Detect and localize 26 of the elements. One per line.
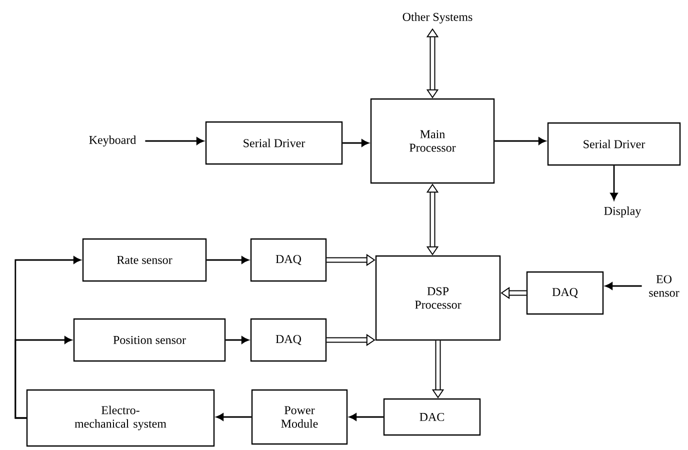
- arrow: [349, 413, 384, 421]
- process-box: DAQ: [250, 238, 327, 282]
- arrow: [605, 282, 642, 290]
- arrow: [226, 336, 249, 344]
- text-label: Other Systems: [402, 12, 472, 24]
- process-box: Electro-mechanical system: [26, 389, 215, 447]
- process-box: DAQ: [250, 318, 327, 362]
- process-box: Main Processor: [370, 98, 495, 184]
- arrow: [494, 137, 546, 145]
- arrow: [145, 137, 204, 145]
- text-label: Display: [604, 206, 642, 218]
- process-box: DAQ: [526, 271, 604, 315]
- arrow: [342, 139, 369, 147]
- process-box: DSP Processor: [375, 255, 501, 341]
- text-label: Keyboard: [89, 136, 136, 146]
- process-box: Rate sensor: [82, 238, 207, 282]
- arrow: [206, 256, 249, 264]
- text-label: EO sensor: [649, 275, 680, 297]
- process-box: Serial Driver: [547, 122, 681, 166]
- process-box: Position sensor: [73, 318, 226, 362]
- arrow: [14, 336, 72, 419]
- process-box: Serial Driver: [205, 121, 343, 165]
- arrow: [610, 166, 618, 200]
- process-box: Power Module: [251, 389, 348, 445]
- arrow: [216, 413, 252, 421]
- process-box: DAC: [383, 398, 481, 436]
